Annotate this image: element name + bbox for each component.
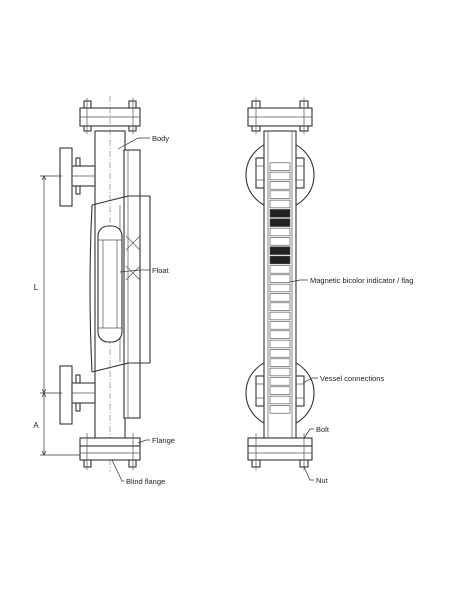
indicator-strip-side [123,149,141,419]
indicator-flag-light [269,265,291,274]
leader-nut [303,466,314,481]
indicator-flag-light [269,274,291,283]
label-blind-flange: Blind flange [126,477,165,486]
indicator-flag-light [269,405,291,414]
dimension-lines [40,175,80,456]
label-body: Body [152,134,169,143]
leader-blind-flange [111,459,124,482]
indicator-flag-light [269,227,291,237]
indicator-flag-dark [269,255,291,265]
bottom-flange [79,433,141,470]
leader-float [119,269,150,273]
indicator-flag-light [269,237,291,246]
indicator-flags [269,162,291,414]
indicator-flag-light [269,349,291,358]
top-blind-flange [79,98,141,134]
upper-vessel-connection [59,147,96,207]
dimension-label-a: A [33,421,39,430]
indicator-flag-light [269,367,291,377]
indicator-flag-dark [269,209,291,218]
label-flange: Flange [152,436,175,445]
label-vessel-connections: Vessel connections [320,374,384,383]
float [97,225,141,343]
indicator-flag-light [269,181,291,190]
front-bottom-flange [247,433,313,470]
indicator-flag-light [269,377,291,386]
indicator-flag-light [269,162,291,171]
indicator-flag-light [269,302,291,311]
indicator-flag-light [269,386,291,395]
lower-vessel-connection [59,365,96,425]
indicator-flag-light [269,339,291,349]
indicator-flag-light [269,190,291,199]
indicator-flag-light [269,358,291,367]
indicator-flag-light [269,395,291,405]
side-view: L A Body Float Flange Blind flange [33,96,175,486]
indicator-flag-light [269,171,291,181]
label-float: Float [152,266,170,275]
label-bolt: Bolt [316,425,330,434]
indicator-flag-dark [269,218,291,227]
indicator-flag-light [269,311,291,321]
label-nut: Nut [316,476,329,485]
indicator-flag-light [269,330,291,339]
leader-flange [137,439,150,444]
leader-bolt [303,428,314,439]
indicator-flag-light [269,283,291,293]
front-top-flange [247,98,313,134]
leader-body [117,137,150,150]
indicator-flag-light [269,321,291,330]
leader-indicator [289,279,308,283]
indicator-flag-dark [269,246,291,255]
leader-vessel-connections [302,377,318,384]
dimension-label-l: L [34,283,39,292]
indicator-flag-light [269,293,291,302]
label-indicator: Magnetic bicolor indicator / flag [310,276,413,285]
front-view: Magnetic bicolor indicator / flag Vessel… [245,98,413,485]
indicator-flag-light [269,199,291,209]
